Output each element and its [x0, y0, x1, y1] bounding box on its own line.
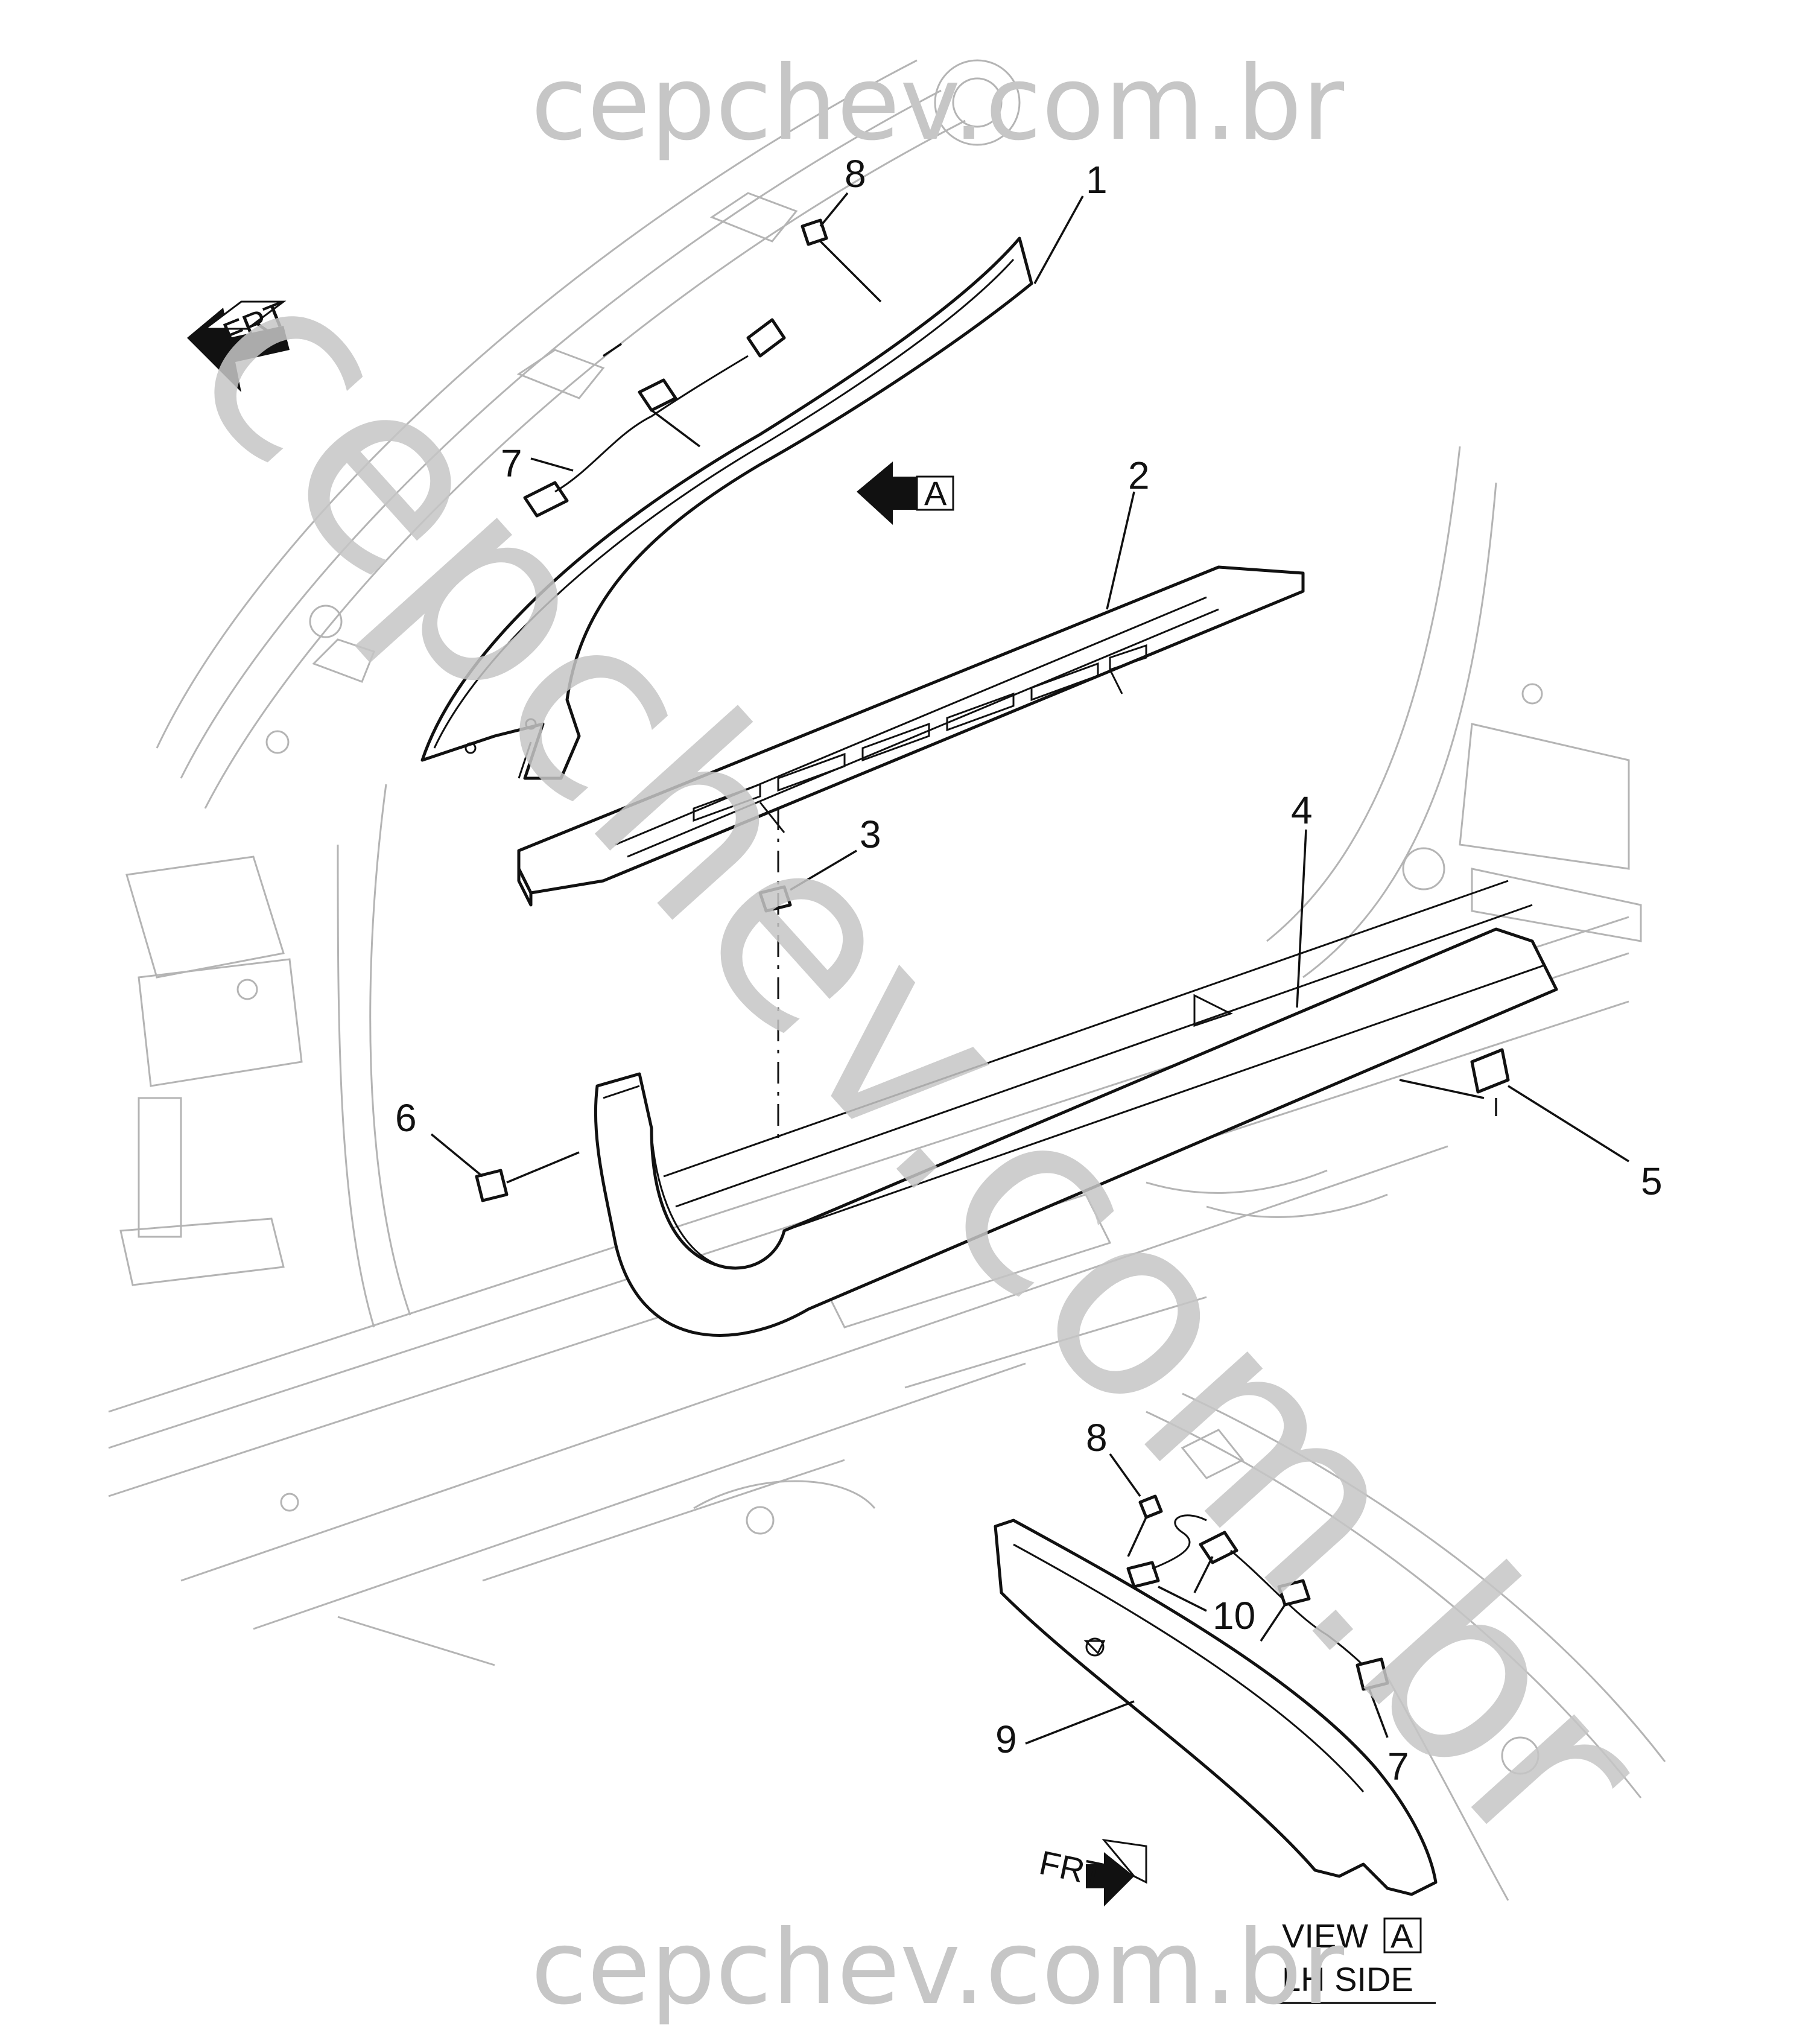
callout-7-lower: 7	[1387, 1745, 1409, 1788]
view-caption: VIEW A LH SIDE	[1273, 1917, 1436, 2004]
callout-8-upper: 8	[845, 152, 866, 195]
callout-5: 5	[1641, 1160, 1663, 1203]
part-10-connector	[1126, 1514, 1207, 1589]
part-6-clip	[475, 1169, 509, 1202]
callout-leaders	[430, 192, 1629, 1745]
part-1-windshield-pillar-garnish	[420, 236, 1033, 780]
callout-labels: 1 2 3 4 5 6 7 8 8 9 10 7	[395, 152, 1663, 1788]
callout-2: 2	[1128, 454, 1150, 497]
callout-3: 3	[860, 813, 881, 856]
part-4-sill-trim-panel	[594, 880, 1558, 1337]
part-2-front-door-sill-plate	[517, 565, 1305, 907]
part-9-view-a-pillar-garnish	[994, 1519, 1438, 1896]
view-a-arrow: A	[857, 462, 954, 525]
view-caption-letter: A	[1390, 1917, 1413, 1955]
frt-arrow-lower: FRT	[1036, 1838, 1147, 1906]
frt-arrow-upper: FRT	[187, 294, 292, 392]
watermark-top: cepchev.com.br	[531, 44, 1344, 163]
callout-4: 4	[1291, 789, 1313, 832]
callout-1: 1	[1086, 158, 1108, 202]
callout-6: 6	[395, 1096, 417, 1140]
callout-10: 10	[1213, 1594, 1255, 1637]
view-a-arrow-letter: A	[924, 474, 947, 512]
view-caption-word: VIEW	[1282, 1917, 1368, 1955]
part-8-lower-clip	[1138, 1494, 1163, 1519]
callout-9: 9	[995, 1718, 1017, 1761]
part-5-clip	[1470, 1048, 1510, 1094]
frt-lower-label: FRT	[1036, 1843, 1108, 1894]
watermark-bottom: cepchev.com.br	[531, 1908, 1344, 2028]
callout-7-upper: 7	[501, 442, 522, 485]
part-7-upper-wiring-harness	[523, 318, 786, 518]
part-7-lower-wiring-harness	[1199, 1531, 1389, 1691]
part-3-clip	[758, 885, 792, 913]
view-caption-side: LH SIDE	[1282, 1960, 1413, 1998]
callout-8-lower: 8	[1086, 1416, 1108, 1459]
assembly-lines	[506, 240, 1497, 1642]
